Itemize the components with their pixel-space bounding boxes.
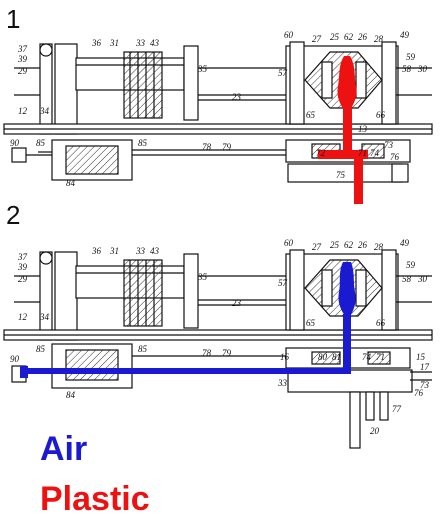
- part-number: 30: [417, 274, 428, 284]
- part-number: 76: [414, 388, 424, 398]
- part-number: 62: [344, 32, 354, 42]
- part-number: 39: [17, 54, 28, 64]
- part-number: 60: [284, 238, 294, 248]
- part-number: 13: [358, 124, 368, 134]
- part-number: 85: [138, 138, 148, 148]
- part-number: 29: [18, 66, 28, 76]
- part-number: 28: [374, 34, 384, 44]
- part-number: 85: [36, 138, 46, 148]
- part-number: 60: [284, 30, 294, 40]
- part-number: 78: [202, 142, 212, 152]
- part-number: 27: [312, 242, 322, 252]
- part-number: 26: [358, 240, 368, 250]
- part-number: 35: [197, 64, 208, 74]
- part-number: 65: [306, 110, 316, 120]
- part-number: 27: [312, 34, 322, 44]
- part-number: 74: [362, 352, 372, 362]
- part-number: 34: [39, 106, 50, 116]
- part-number: 65: [306, 318, 316, 328]
- legend-air: Air: [40, 430, 88, 468]
- part-number: 74: [370, 148, 380, 158]
- part-number: 15: [416, 352, 426, 362]
- part-number: 16: [280, 352, 290, 362]
- part-number: 73: [384, 140, 394, 150]
- part-number: 33: [135, 38, 146, 48]
- part-number: 36: [91, 38, 102, 48]
- part-number: 28: [374, 242, 384, 252]
- part-number: 90: [10, 354, 20, 364]
- panel-2-part-numbers: 37 39 29 12 34 36 31 33 43 35 60 27 25 6…: [10, 238, 430, 436]
- part-number: 85: [138, 344, 148, 354]
- part-number: 35: [197, 272, 208, 282]
- part-number: 20: [370, 426, 380, 436]
- part-number: 49: [400, 30, 410, 40]
- part-number: 71: [358, 148, 367, 158]
- panel-label-1: 1: [6, 4, 21, 34]
- part-number: 57: [278, 68, 288, 78]
- panel-2-machine: [3, 249, 433, 449]
- part-number: 71: [376, 352, 385, 362]
- panel-label-2: 2: [6, 200, 21, 230]
- part-number: 25: [330, 32, 340, 42]
- part-number: 62: [344, 240, 354, 250]
- part-number: 80: [318, 352, 328, 362]
- part-number: 29: [18, 274, 28, 284]
- part-number: 23: [232, 298, 242, 308]
- part-number: 12: [18, 312, 28, 322]
- part-number: 78: [202, 348, 212, 358]
- part-number: 23: [232, 92, 242, 102]
- panel-1-part-numbers: 37 39 29 12 34 36 31 33 43 35 60 27 25 6…: [10, 30, 428, 188]
- part-number: 49: [400, 238, 410, 248]
- part-number: 12: [18, 106, 28, 116]
- legend-plastic: Plastic: [40, 480, 150, 518]
- part-number: 79: [222, 142, 232, 152]
- part-number: 30: [417, 64, 428, 74]
- part-number: 26: [358, 32, 368, 42]
- part-number: 66: [376, 110, 386, 120]
- part-number: 43: [150, 38, 160, 48]
- part-number: 31: [109, 246, 119, 256]
- part-number: 58: [402, 274, 412, 284]
- part-number: 72: [316, 148, 326, 158]
- part-number: 84: [66, 390, 76, 400]
- panel-1-machine: [3, 41, 433, 183]
- part-number: 31: [109, 38, 119, 48]
- part-number: 59: [406, 52, 416, 62]
- part-number: 84: [66, 178, 76, 188]
- part-number: 37: [17, 44, 28, 54]
- part-number: 85: [36, 344, 46, 354]
- part-number: 37: [17, 252, 28, 262]
- part-number: 17: [420, 362, 430, 372]
- part-number: 43: [150, 246, 160, 256]
- part-number: 79: [222, 348, 232, 358]
- part-number: 81: [332, 352, 341, 362]
- part-number: 33: [135, 246, 146, 256]
- part-number: 76: [390, 152, 400, 162]
- part-number: 73: [420, 380, 430, 390]
- part-number: 90: [10, 138, 20, 148]
- part-number: 59: [406, 260, 416, 270]
- part-number: 25: [330, 240, 340, 250]
- panel-1-plastic-flow: [318, 56, 368, 204]
- part-number: 66: [376, 318, 386, 328]
- part-number: 33: [277, 378, 288, 388]
- part-number: 57: [278, 278, 288, 288]
- part-number: 58: [402, 64, 412, 74]
- part-number: 34: [39, 312, 50, 322]
- part-number: 36: [91, 246, 102, 256]
- part-number: 39: [17, 262, 28, 272]
- part-number: 75: [336, 170, 346, 180]
- panel-2-air-flow: [20, 262, 356, 378]
- part-number: 77: [392, 404, 402, 414]
